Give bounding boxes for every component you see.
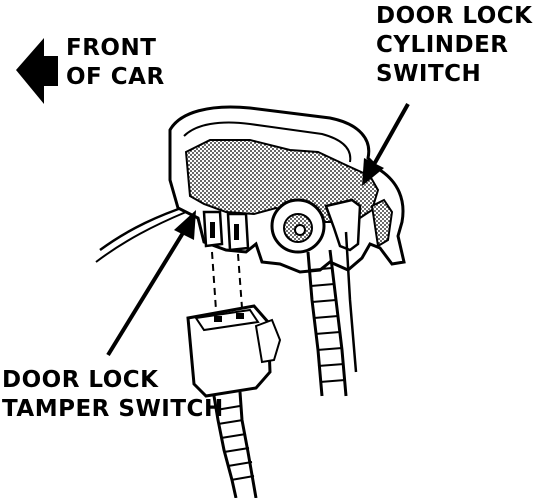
tamper-terminal-left-pin — [210, 222, 215, 238]
front-of-car-line-2: OF CAR — [66, 64, 165, 90]
cylinder-switch-line-3: SWITCH — [376, 61, 482, 87]
cylinder-switch-clip — [324, 198, 362, 252]
switch-body — [184, 139, 380, 223]
tamper-terminal-right-pin — [234, 224, 239, 240]
connector-harness-wrap — [215, 405, 255, 481]
cylinder-harness — [306, 249, 348, 397]
front-of-car-arrow — [16, 38, 58, 104]
cylinder-switch-tab — [370, 198, 394, 248]
tamper-switch-label: DOOR LOCK TAMPER SWITCH — [2, 366, 224, 424]
housing-inner-frame — [183, 121, 352, 163]
tamper-switch-line-2: TAMPER SWITCH — [2, 396, 224, 422]
cylinder-switch-label: DOOR LOCK CYLINDER SWITCH — [376, 2, 533, 89]
cylinder-switch-arrowhead — [362, 158, 384, 186]
connector-socket-left — [214, 316, 222, 322]
front-of-car-line-1: FRONT — [66, 35, 157, 61]
cylinder-switch-line-1: DOOR LOCK — [376, 3, 533, 29]
guide-line-right — [237, 253, 243, 309]
tamper-switch-leader — [106, 226, 188, 357]
connector-latch — [254, 318, 282, 364]
cylinder-rotor-hub — [294, 224, 306, 236]
connector-socket-right — [236, 313, 244, 319]
cylinder-switch-line-2: CYLINDER — [376, 32, 509, 58]
cylinder-rod — [344, 231, 358, 373]
cylinder-switch-leader — [370, 103, 410, 169]
tamper-switch-arrowhead — [174, 210, 196, 240]
left-wire-2 — [95, 211, 187, 263]
tamper-switch-line-1: DOOR LOCK — [2, 367, 159, 393]
cylinder-harness-wrap — [309, 267, 346, 383]
front-of-car-label: FRONT OF CAR — [66, 34, 165, 92]
guide-line-left — [211, 251, 217, 311]
connector-harness — [212, 391, 258, 498]
